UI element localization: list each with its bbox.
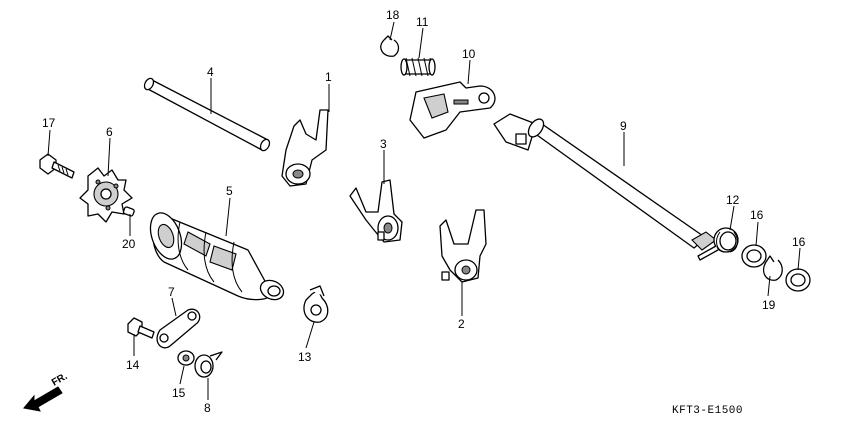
part-6-drum-center (79, 167, 133, 223)
callout-2: 2 (458, 317, 465, 331)
callout-12: 12 (726, 193, 740, 207)
callout-10: 10 (462, 47, 476, 61)
callout-7: 7 (168, 285, 175, 299)
part-4-guide-shaft (143, 77, 271, 152)
part-9-spindle (493, 113, 717, 251)
part-7-stopper-arm (156, 308, 201, 349)
callout-14: 14 (126, 358, 140, 372)
callout-15: 15 (172, 386, 186, 400)
callout-16b: 16 (792, 235, 806, 249)
part-2-shift-fork (439, 209, 487, 283)
part-14-bolt (127, 317, 155, 339)
diagram-code: KFT3-E1500 (672, 405, 743, 417)
part-16-washer-upper (741, 244, 767, 268)
part-10-plate (409, 81, 496, 139)
part-12-return-spring (697, 227, 739, 261)
callout-17: 17 (42, 116, 56, 130)
callout-16a: 16 (750, 208, 764, 222)
callout-3: 3 (380, 137, 387, 151)
callout-4: 4 (207, 65, 214, 79)
arrow-icon (23, 386, 63, 412)
part-1-shift-fork (281, 109, 329, 187)
callout-8: 8 (204, 401, 211, 415)
part-3-shift-fork (349, 179, 403, 243)
front-direction-arrow: FR. (23, 371, 70, 412)
callout-18: 18 (386, 8, 400, 22)
callout-6: 6 (106, 125, 113, 139)
part-19-snap-ring (762, 255, 783, 281)
callout-5: 5 (226, 184, 233, 198)
callout-20: 20 (122, 237, 136, 251)
part-20-dowel-pin (122, 206, 135, 217)
part-15-washer (177, 350, 195, 366)
callout-13: 13 (298, 350, 312, 364)
part-17-bolt (39, 153, 75, 179)
callout-11: 11 (416, 15, 429, 29)
leader-lines (47, 21, 801, 400)
part-8-stopper-spring (194, 351, 223, 378)
callout-1: 1 (325, 70, 332, 84)
part-18-snap-ring (380, 35, 400, 57)
direction-label: FR. (50, 371, 70, 389)
callout-labels: 1 2 3 4 5 6 7 8 9 10 11 12 13 14 15 16 1… (42, 8, 806, 415)
callout-9: 9 (620, 119, 627, 133)
part-11-spring (400, 57, 436, 77)
part-5-shift-drum (149, 212, 285, 301)
part-16-washer-lower (785, 268, 811, 292)
callout-19: 19 (762, 298, 776, 312)
part-13-stopper-plate (303, 285, 329, 323)
